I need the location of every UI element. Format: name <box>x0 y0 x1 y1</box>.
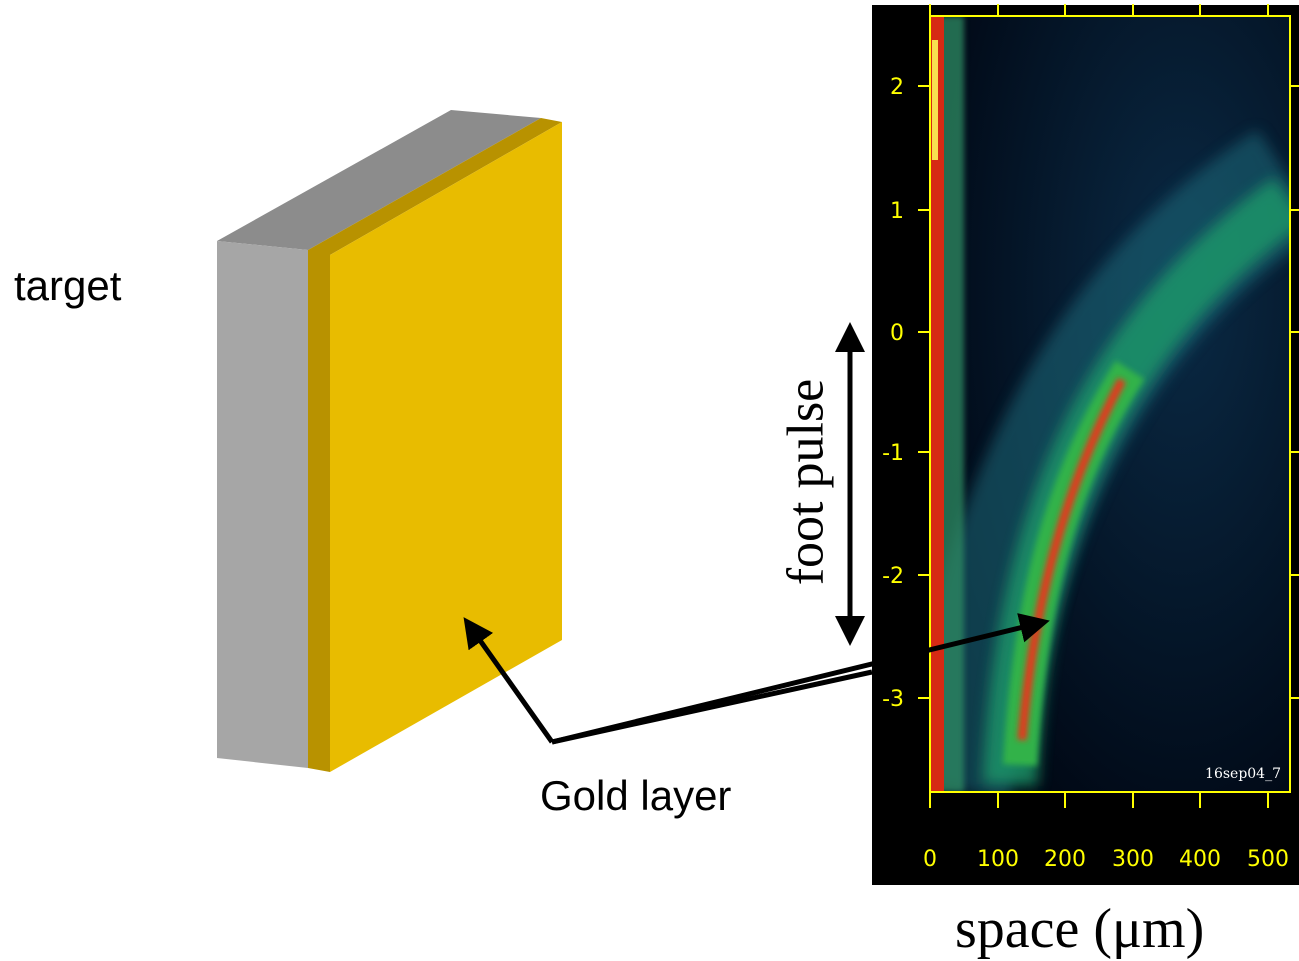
target-block <box>217 110 562 772</box>
space-axis-label: space (μm) <box>955 898 1205 960</box>
arrow-to-shock-front <box>551 613 1050 745</box>
target-steel-front <box>217 241 308 768</box>
y-axis-ticks <box>918 85 1299 699</box>
y-tick-label: -3 <box>882 687 904 712</box>
arrow-to-gold-face <box>463 617 555 744</box>
streak-image-data <box>930 16 1290 792</box>
foot-pulse-label: foot pulse <box>777 378 835 586</box>
y-tick-labels: 2 1 0 -1 -2 -3 <box>882 75 904 712</box>
gold-layer-label: Gold layer <box>540 772 732 819</box>
y-tick-label: -1 <box>882 441 904 466</box>
wall-emission-hot <box>932 40 938 160</box>
x-tick-label: 300 <box>1112 847 1154 872</box>
plot-frame <box>929 15 1291 793</box>
x-tick-label: 500 <box>1247 847 1289 872</box>
target-top-face <box>217 110 541 250</box>
y-tick-label: 2 <box>890 75 904 100</box>
x-tick-label: 100 <box>977 847 1019 872</box>
x-tick-label: 0 <box>923 847 937 872</box>
y-tick-label: -2 <box>882 564 904 589</box>
x-tick-label: 200 <box>1044 847 1086 872</box>
x-axis-ticks <box>929 4 1269 808</box>
wall-emission <box>930 16 944 792</box>
annotation-arrows <box>463 322 1050 745</box>
shock-front-core <box>1017 377 1126 741</box>
shot-id-label: 16sep04_7 <box>1205 766 1281 782</box>
x-tick-labels: 0 100 200 300 400 500 <box>923 847 1289 872</box>
x-tick-label: 400 <box>1179 847 1221 872</box>
streak-image: 0 100 200 300 400 500 2 1 0 -1 -2 -3 16s… <box>872 4 1299 885</box>
gold-layer-face <box>330 122 562 772</box>
y-tick-label: 1 <box>890 199 904 224</box>
target-label: target <box>14 262 122 309</box>
y-tick-label: 0 <box>890 321 904 346</box>
